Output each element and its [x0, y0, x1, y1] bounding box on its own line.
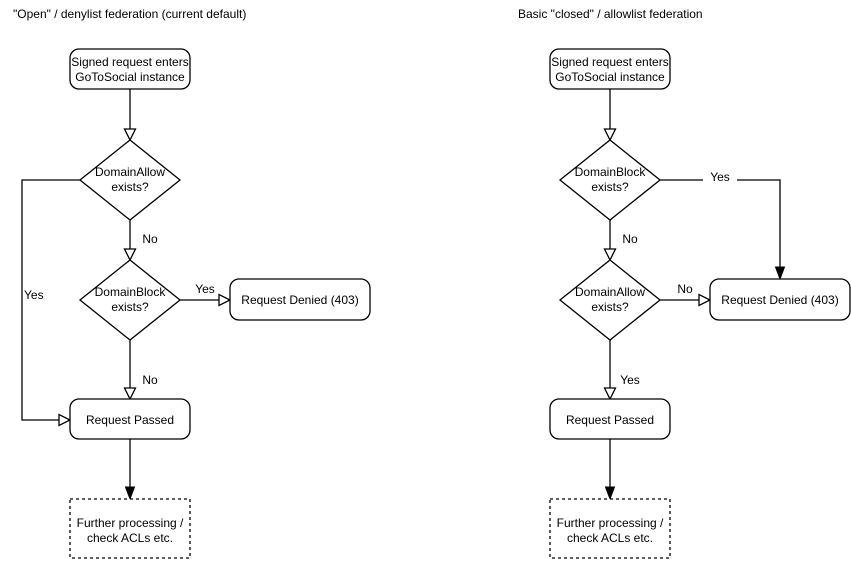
- flowchart-closed-allowlist: Basic "closed" / allowlist federation Si…: [518, 7, 851, 559]
- edge-label-no: No: [677, 282, 693, 296]
- edge-label-background: [703, 171, 737, 184]
- chart-title: "Open" / denylist federation (current de…: [13, 7, 246, 21]
- open-arrowhead-icon: [58, 413, 72, 427]
- open-arrowhead-icon: [123, 387, 137, 401]
- start-node-label-line1: Signed request enters: [71, 55, 188, 69]
- open-arrowhead-icon: [698, 293, 712, 307]
- decision-domainblock-label-line1: DomainBlock: [95, 285, 167, 299]
- start-node-label-line2: GoToSocial instance: [75, 70, 185, 84]
- open-arrowhead-icon: [218, 293, 232, 307]
- open-arrowhead-icon: [603, 128, 617, 142]
- decision-domainallow-label-line1: DomainAllow: [95, 165, 165, 179]
- open-arrowhead-icon: [123, 248, 137, 262]
- edge-decision1-yes-to-passed: [21, 179, 80, 421]
- further-processing-label-line2: check ACLs etc.: [87, 531, 173, 545]
- edge-label-no: No: [142, 373, 158, 387]
- open-arrowhead-icon: [603, 387, 617, 401]
- decision-domainblock-label-line2: exists?: [111, 300, 149, 314]
- further-processing-label-line1: Further processing /: [557, 516, 664, 530]
- flowchart-open-denylist: "Open" / denylist federation (current de…: [13, 7, 371, 559]
- edge-label-yes: Yes: [24, 288, 44, 302]
- denied-node: [709, 278, 851, 321]
- denied-node-label: Request Denied (403): [721, 293, 838, 307]
- solid-arrowhead-icon: [604, 486, 616, 501]
- edge-label-yes: Yes: [710, 170, 730, 184]
- edge-label-yes: Yes: [195, 282, 215, 296]
- decision-domainallow-label-line2: exists?: [111, 180, 149, 194]
- open-arrowhead-icon: [123, 128, 137, 142]
- start-node-label-line1: Signed request enters: [551, 55, 668, 69]
- denied-node: [229, 278, 371, 321]
- solid-arrowhead-icon: [774, 266, 786, 281]
- passed-node-label: Request Passed: [86, 413, 174, 427]
- edge-label-yes: Yes: [620, 373, 640, 387]
- decision-domainblock-label-line2: exists?: [591, 180, 629, 194]
- further-processing-label-line1: Further processing /: [77, 516, 184, 530]
- start-node-label-line2: GoToSocial instance: [555, 70, 665, 84]
- decision-domainblock-label-line1: DomainBlock: [575, 165, 647, 179]
- further-processing-node: [549, 498, 671, 559]
- decision-domainallow-label-line2: exists?: [591, 300, 629, 314]
- edge-label-no: No: [142, 232, 158, 246]
- open-arrowhead-icon: [603, 248, 617, 262]
- further-processing-label-line2: check ACLs etc.: [567, 531, 653, 545]
- decision-domainallow-label-line1: DomainAllow: [575, 285, 645, 299]
- solid-arrowhead-icon: [124, 486, 136, 501]
- chart-title: Basic "closed" / allowlist federation: [518, 7, 703, 21]
- further-processing-node: [69, 498, 191, 559]
- edge-decision1-yes-to-denied: [660, 179, 781, 267]
- passed-node-label: Request Passed: [566, 413, 654, 427]
- edge-label-no: No: [622, 232, 638, 246]
- denied-node-label: Request Denied (403): [241, 293, 358, 307]
